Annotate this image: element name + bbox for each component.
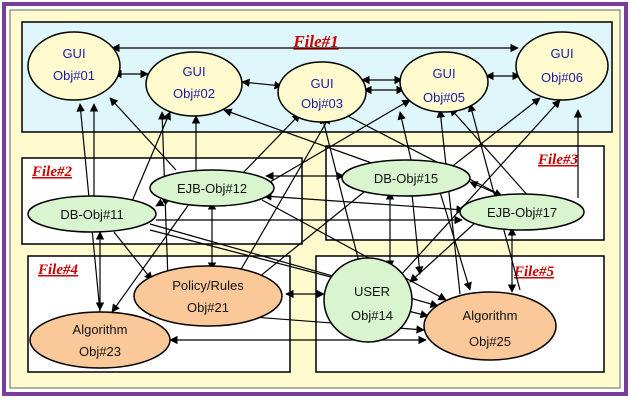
algorithm-obj25: Algorithm Obj#25 (423, 291, 557, 361)
gui-obj02-line1: GUI (182, 64, 205, 79)
edge-db15-gui06 (449, 97, 541, 169)
gui-obj05-shape (399, 51, 489, 113)
gui-obj05-line2: Obj#05 (423, 90, 465, 105)
policy-obj21-shape (133, 265, 283, 327)
edge-ejb12-gui03 (239, 113, 301, 177)
user-obj14-shape (323, 257, 413, 343)
gui-obj02-line2: Obj#02 (173, 86, 215, 101)
edge-db11-policy21 (113, 231, 153, 281)
gui-obj03-shape (277, 61, 367, 123)
gui-obj02: GUI Obj#02 (145, 51, 243, 117)
gui-obj05: GUI Obj#05 (399, 51, 489, 113)
gui-obj02-shape (145, 51, 243, 117)
db-obj11-shape (27, 195, 157, 233)
gui-obj03-line1: GUI (310, 76, 333, 91)
ejb-obj12-label: EJB-Obj#12 (177, 181, 247, 196)
db-obj11-label: DB-Obj#11 (60, 207, 123, 222)
policy-obj21: Policy/Rules Obj#21 (133, 265, 283, 327)
algorithm-obj23-line2: Obj#23 (79, 344, 121, 359)
db-obj15: DB-Obj#15 (341, 159, 471, 197)
file3-label: File#3 (537, 152, 578, 168)
edge-ejb12-algo23 (111, 199, 193, 313)
edge-db15-gui05 (397, 111, 413, 165)
edge-db15-user14-b (411, 193, 424, 275)
gui-obj01: GUI Obj#01 (27, 31, 121, 101)
user-obj14-line1: USER (354, 284, 390, 299)
algorithm-obj25-line1: Algorithm (463, 308, 518, 323)
edge-ejb17-gui05 (449, 107, 531, 199)
gui-obj06-shape (515, 31, 609, 101)
ejb-obj12: EJB-Obj#12 (149, 169, 275, 207)
algorithm-obj23: Algorithm Obj#23 (29, 311, 171, 369)
edge-db11-user14 (149, 229, 351, 285)
user-obj14: USER Obj#14 (323, 257, 413, 343)
gui-obj03: GUI Obj#03 (277, 61, 367, 123)
ejb-obj17: EJB-Obj#17 (459, 193, 585, 231)
algorithm-obj23-line1: Algorithm (73, 322, 128, 337)
edge-db11-gui02 (129, 111, 171, 207)
edge-ejb12-gui01 (109, 97, 177, 171)
policy-obj21-line1: Policy/Rules (172, 278, 244, 293)
algorithm-obj25-line2: Obj#25 (469, 334, 511, 349)
db-obj11: DB-Obj#11 (27, 195, 157, 233)
gui-obj06: GUI Obj#06 (515, 31, 609, 101)
user-obj14-line2: Obj#14 (351, 308, 393, 323)
ejb-obj17-label: EJB-Obj#17 (487, 205, 557, 220)
gui-obj03-line2: Obj#03 (301, 96, 343, 111)
edge-ejb12-algo25 (261, 199, 447, 301)
edge-db15-ejb17 (469, 181, 503, 197)
gui-obj01-line1: GUI (62, 46, 85, 61)
file4-label: File#4 (37, 262, 78, 278)
policy-obj21-line2: Obj#21 (187, 300, 229, 315)
ejb-obj17-shape (459, 193, 585, 231)
gui-obj01-line2: Obj#01 (53, 68, 95, 83)
algorithm-obj23-shape (29, 311, 171, 369)
file2-label: File#2 (31, 164, 72, 180)
edge-db15-policy21 (247, 191, 365, 287)
edge-db15-gui02 (223, 108, 381, 167)
gui-obj06-line2: Obj#06 (541, 70, 583, 85)
edge-ejb12-ejb17 (263, 192, 465, 214)
edge-ejb17-user14 (409, 221, 477, 283)
edge-gui02-gui03 (241, 78, 283, 90)
edge-ejb12-gui05 (269, 99, 411, 183)
gui-obj05-line1: GUI (432, 66, 455, 81)
gui-obj06-line1: GUI (550, 46, 573, 61)
db-obj15-label: DB-Obj#15 (374, 171, 438, 186)
algorithm-obj25-shape (423, 291, 557, 361)
connections (76, 43, 583, 345)
ejb-obj12-shape (149, 169, 275, 207)
gui-obj01-shape (27, 31, 121, 101)
db-obj15-shape (341, 159, 471, 197)
file5-label: File#5 (513, 264, 554, 280)
